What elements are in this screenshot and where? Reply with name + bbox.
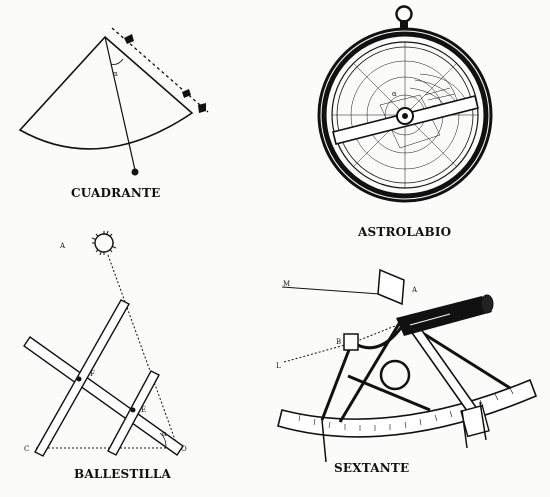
graduated-arc [277, 378, 538, 438]
astrolabio-alpha-label: α [392, 90, 397, 98]
front-sight [124, 34, 134, 44]
cuadrante-diagram: α [18, 27, 209, 176]
outer-band [321, 31, 489, 199]
sextante-label-l: L [276, 362, 281, 370]
cuadrante-alpha-label: α [113, 70, 118, 78]
ballestilla-label-e: E [141, 406, 146, 414]
telescope-eyepiece [480, 294, 494, 314]
handle-right [479, 401, 487, 441]
point-f [76, 376, 82, 382]
ring-mount [400, 20, 408, 29]
angle-arc [110, 58, 124, 65]
plumb-bob [131, 168, 139, 176]
ballestilla-label-o: O [181, 445, 187, 453]
ballestilla-label-f: F [90, 370, 95, 378]
ballestilla-label-a: A [59, 242, 66, 250]
leg [321, 419, 327, 463]
outer-rim [317, 27, 493, 203]
sextante-label-b: B [336, 338, 341, 346]
rear-sight [182, 89, 191, 98]
pivot-pin [402, 113, 408, 119]
eyepiece [198, 103, 206, 113]
ballestilla-alpha-label: α [162, 430, 167, 438]
plumb-line [104, 36, 136, 171]
mirror-ray [351, 321, 406, 344]
sextante-diagram: M A B L [276, 268, 538, 463]
sun-disk [94, 233, 114, 253]
direct-sight-line-m [281, 286, 381, 295]
frame-ring [379, 359, 411, 391]
short-transom [107, 370, 160, 456]
caption-astrolabio: ASTROLABIO [357, 225, 451, 239]
horizon-mirror [343, 333, 359, 351]
telescope-highlight [409, 313, 451, 326]
sextante-label-m: M [283, 280, 290, 288]
caption-cuadrante: CUADRANTE [71, 186, 161, 200]
long-transom [34, 299, 130, 457]
caption-ballestilla: BALLESTILLA [74, 467, 172, 481]
quadrant-sector [18, 35, 194, 150]
astrolabio-diagram: α [317, 5, 493, 203]
sextante-label-a: A [411, 286, 418, 294]
point-e [130, 407, 136, 413]
ballestilla-label-c: C [24, 445, 29, 453]
reflected-sight-line-l [283, 342, 353, 363]
index-mirror [377, 268, 405, 306]
ballestilla-angle-arc [159, 432, 167, 447]
caption-sextante: SEXTANTE [334, 461, 409, 475]
arc-scale-ticks [298, 387, 514, 431]
handle-left [461, 409, 468, 449]
ballestilla-diagram: A C O F E α [23, 230, 187, 457]
suspension-ring [395, 5, 413, 23]
